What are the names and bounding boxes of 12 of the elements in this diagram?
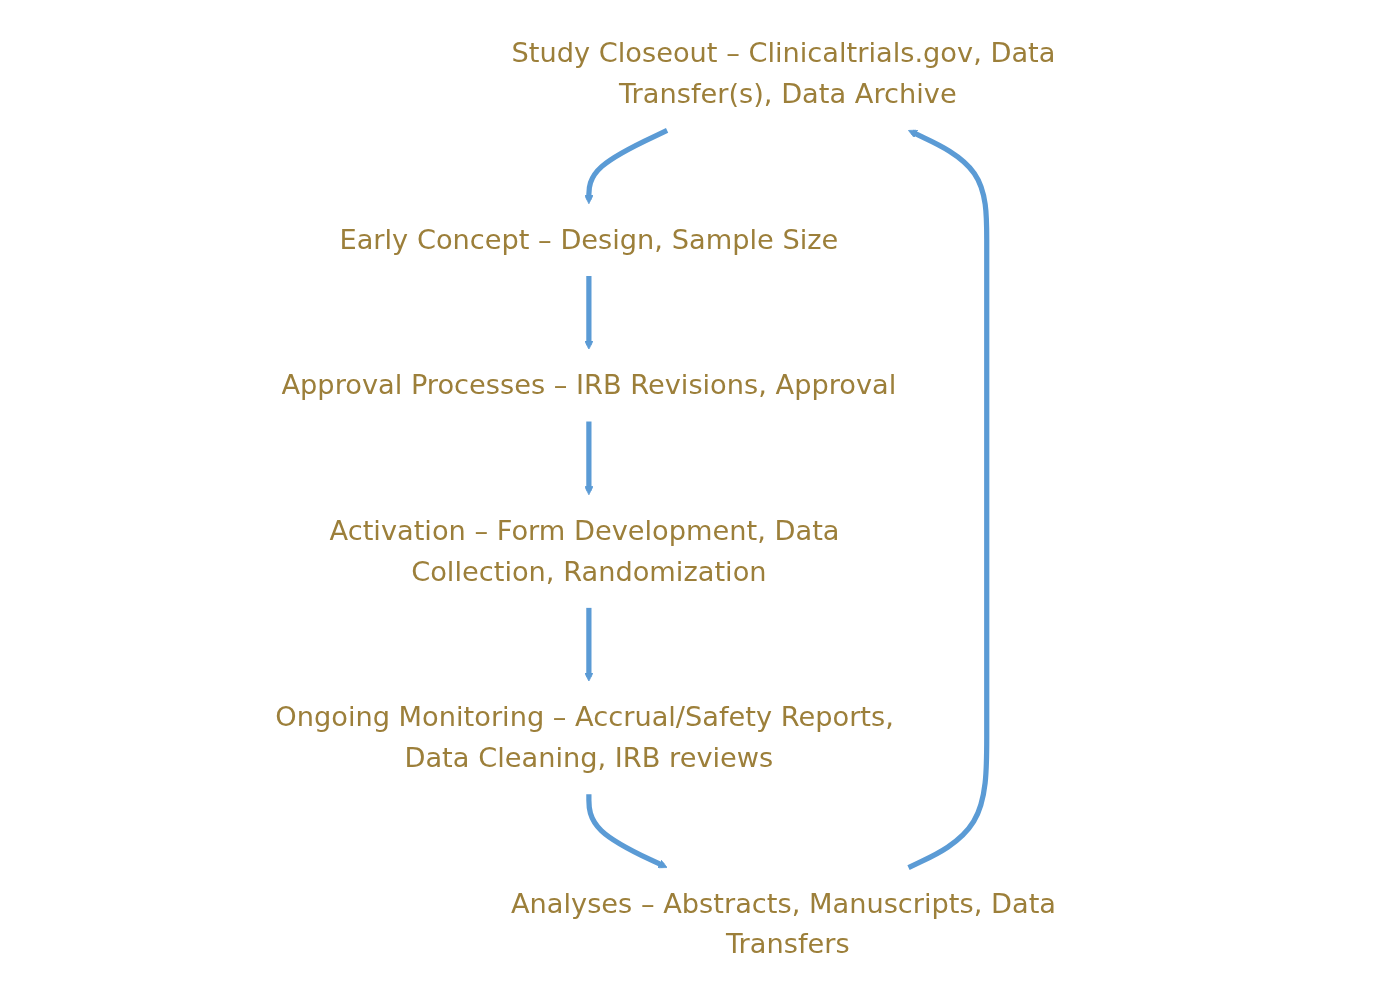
node-text: Ongoing Monitoring – Accrual/Safety Reports, Data Cleaning, IRB reviews: [274, 700, 894, 773]
node-text: Approval Processes – IRB Revisions, Approval: [281, 368, 896, 401]
arrow: [583, 275, 594, 350]
node-text: Activation – Form Development, Data Collection, Randomization: [329, 514, 840, 587]
node-text: Study Closeout – Clinicaltrials.gov, Data Transfer(s), Data Archive: [511, 36, 1056, 110]
arrow: [583, 421, 594, 495]
node-text: Early Concept – Design, Sample Size: [339, 223, 838, 255]
arrow: [585, 793, 668, 868]
arrow: [583, 127, 668, 204]
arrow: [907, 129, 989, 870]
arrow: [583, 607, 594, 682]
node-text: Analyses – Abstracts, Manuscripts, Data Transfers: [510, 886, 1056, 960]
